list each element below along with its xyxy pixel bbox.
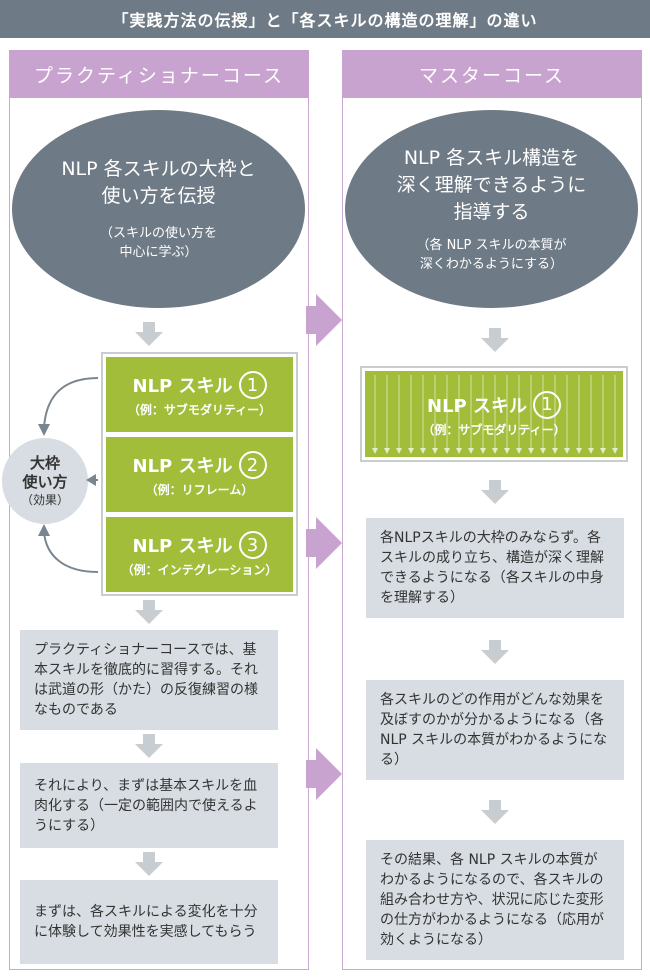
down-arrow-left-4 [135,852,163,876]
right-arrow-2 [306,517,342,569]
master-oval-sub-1: （各 NLP スキルの本質が [416,237,567,253]
curve-arrow-top [43,377,99,429]
skill-1-example: （例：サブモダリティー） [127,403,272,417]
down-arrow-right-2 [481,480,509,504]
master-skill-number: 1 [533,390,561,419]
framework-label: 大枠 [29,454,60,472]
down-arrow-left-2 [135,600,163,624]
skill-3-name: NLP スキル [132,536,233,557]
skill-2-name: NLP スキル [132,456,233,477]
master-oval-main-2: 深く理解できるように [396,173,587,196]
master-header: マスターコース [342,50,642,98]
practitioner-box-1-text: プラクティショナーコースでは、基本スキルを徹底的に習得する。それは武道の形（かた… [34,642,258,718]
effect-label: （効果） [20,493,69,507]
skill-3-example: （例：インテグレーション） [121,563,278,577]
master-oval: NLP 各スキル構造を 深く理解できるように 指導する （各 NLP スキルの本… [345,110,638,308]
stripe-pattern [372,375,618,454]
framework-usage-circle: 大枠 使い方 （効果） [2,438,88,524]
practitioner-box-3-text: まずは、各スキルによる変化を十分に体験して効果性を実感してもらう [34,904,258,940]
master-skill-example: （例：サブモダリティー） [422,422,566,437]
master-box-2: 各スキルのどの作用がどんな効果を及ぼすのかが分かるようになる（各 NLP スキル… [366,680,624,780]
master-box-1: 各NLPスキルの大枠のみならず。各スキルの成り立ち、構造が深く理解できるようにな… [366,518,624,618]
skill-1-name: NLP スキル [132,376,233,397]
practitioner-oval-sub-2: 中心に学ぶ） [119,245,198,260]
master-box-3: その結果、各 NLP スキルの本質がわかるようになるので、各スキルの組み合わせ方… [366,840,624,960]
skill-1-number: 1 [238,371,267,399]
down-arrow-left-1 [135,322,163,346]
practitioner-box-1: プラクティショナーコースでは、基本スキルを徹底的に習得する。それは武道の形（かた… [20,630,278,730]
master-oval-main-1: NLP 各スキル構造を [403,146,580,169]
down-arrow-left-3 [135,734,163,758]
curve-arrow-bottom [43,531,99,573]
master-box-3-text: その結果、各 NLP スキルの本質がわかるようになるので、各スキルの組み合わせ方… [380,852,604,948]
practitioner-header: プラクティショナーコース [9,50,309,98]
practitioner-box-2: それにより、まずは基本スキルを血肉化する（一定の範囲内で使えるようにする） [20,763,278,848]
master-oval-sub-2: 深くわかるようにする） [419,256,564,272]
practitioner-oval-sub-1: （スキルの使い方を [99,226,217,241]
practitioner-box-3: まずは、各スキルによる変化を十分に体験して効果性を実感してもらう [20,880,278,964]
practitioner-box-2-text: それにより、まずは基本スキルを血肉化する（一定の範囲内で使えるようにする） [34,777,258,834]
right-arrow-1 [306,294,342,346]
master-oval-main-3: 指導する [453,200,530,223]
practitioner-oval-main-1: NLP 各スキルの大枠と [61,158,256,180]
usage-label: 使い方 [22,473,68,491]
down-arrow-right-1 [481,328,509,352]
skill-2-number: 2 [238,451,267,479]
skill-3-number: 3 [238,531,267,559]
practitioner-oval-main-2: 使い方を伝授 [101,185,216,207]
diagram-title: 「実践方法の伝授」と「各スキルの構造の理解」の違い [0,0,650,38]
master-box-1-text: 各NLPスキルの大枠のみならず。各スキルの成り立ち、構造が深く理解できるようにな… [380,530,604,606]
down-arrow-right-3 [481,640,509,664]
down-arrow-right-4 [481,800,509,824]
practitioner-oval: NLP 各スキルの大枠と 使い方を伝授 （スキルの使い方を 中心に学ぶ） [12,110,305,308]
right-arrow-3 [306,748,342,800]
master-skill-1: NLP スキル 1 （例：サブモダリティー） [365,371,623,457]
skill-2-example: （例：リフレーム） [145,483,254,497]
master-skill-name: NLP スキル [427,395,527,417]
master-box-2-text: 各スキルのどの作用がどんな効果を及ぼすのかが分かるようになる（各 NLP スキル… [380,692,608,768]
